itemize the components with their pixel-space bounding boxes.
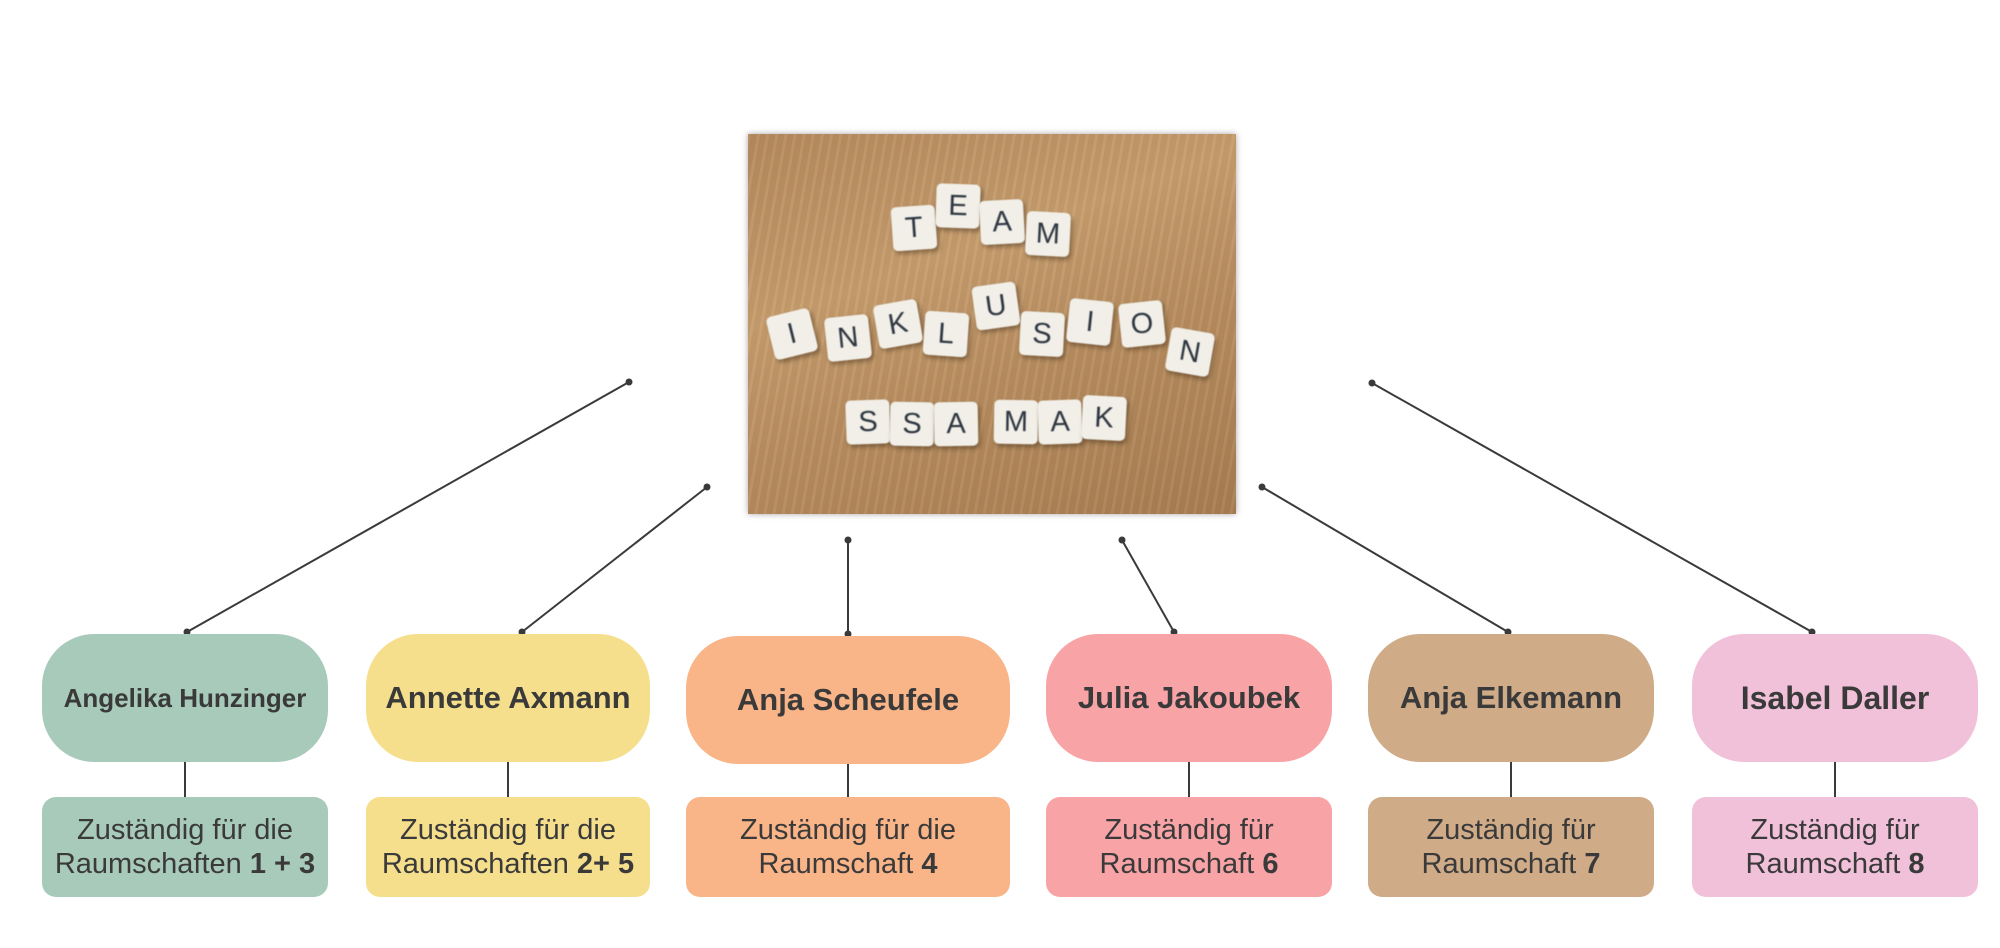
connector-line: [186, 381, 630, 633]
member-name: Angelika Hunzinger: [63, 682, 307, 713]
connector-endpoint: [625, 378, 633, 386]
responsibility-line: Raumschaften 1 + 3: [55, 847, 315, 881]
responsibility-line: Zuständig für die: [76, 814, 293, 846]
letter-tile: S: [889, 401, 935, 447]
responsibility-label: Raumschaft: [1421, 848, 1585, 880]
connector-endpoint: [1808, 628, 1816, 636]
connector-endpoint: [1504, 628, 1512, 636]
connector-line: [1261, 486, 1509, 633]
responsibility-line: Raumschaft 4: [759, 847, 938, 881]
connector-endpoint: [183, 628, 191, 636]
member-name-box: Anja Scheufele: [686, 636, 1010, 764]
connector-endpoint: [844, 536, 852, 544]
responsibility-label: Raumschaften: [54, 848, 250, 880]
connector-line: [1371, 382, 1813, 633]
responsibility-line: Zuständig für: [1426, 814, 1596, 846]
connector-endpoint: [518, 628, 526, 636]
connector-endpoint: [1258, 483, 1266, 491]
member-name: Isabel Daller: [1740, 679, 1930, 716]
responsibility-box: Zuständig für die Raumschaften 1 + 3: [42, 797, 328, 897]
responsibility-line: Raumschaften 2+ 5: [382, 847, 634, 881]
responsibility-line: Zuständig für die: [739, 814, 956, 846]
member-name: Anja Elkemann: [1399, 680, 1623, 715]
member-name-box: Isabel Daller: [1692, 634, 1978, 762]
responsibility-box: Zuständig für Raumschaft 8: [1692, 797, 1978, 897]
responsibility-line: Zuständig für die: [399, 814, 616, 846]
responsibility-label: Raumschaft: [758, 848, 922, 880]
letter-tile: M: [1024, 210, 1072, 258]
letter-tile: N: [823, 313, 873, 363]
letter-tile: K: [872, 298, 924, 350]
connector-endpoint: [1118, 536, 1126, 544]
letter-tile: M: [993, 399, 1039, 445]
letter-tile: S: [845, 399, 891, 445]
member-name-box: Anja Elkemann: [1368, 634, 1654, 762]
letter-tile: A: [933, 401, 979, 447]
letter-tile: N: [1164, 326, 1216, 378]
responsibility-label: Raumschaft: [1099, 848, 1263, 880]
responsibility-label: Raumschaften: [381, 848, 577, 880]
member-name: Annette Axmann: [385, 680, 631, 715]
member-name-box: Annette Axmann: [366, 634, 650, 762]
connector-line: [1121, 539, 1175, 633]
member-name-box: Angelika Hunzinger: [42, 634, 328, 762]
connector-line: [521, 486, 708, 633]
responsibility-box: Zuständig für die Raumschaft 4: [686, 797, 1010, 897]
responsibility-number: 2+ 5: [576, 848, 635, 880]
letter-tile: L: [922, 310, 970, 358]
team-photo: T E A M I N K L U S I O N S S A M A K: [748, 134, 1236, 514]
letter-tile: I: [1065, 297, 1115, 347]
letter-tile: E: [935, 183, 981, 229]
responsibility-box: Zuständig für Raumschaft 6: [1046, 797, 1332, 897]
letter-tile: I: [765, 307, 819, 361]
responsibility-line: Raumschaft 7: [1422, 847, 1601, 881]
connector-endpoint: [1170, 628, 1178, 636]
member-name: Anja Scheufele: [736, 682, 960, 717]
responsibility-number: 6: [1262, 848, 1279, 880]
connector-endpoint: [844, 630, 852, 638]
responsibility-number: 1 + 3: [249, 848, 316, 880]
responsibility-number: 8: [1908, 848, 1925, 880]
responsibility-line: Raumschaft 8: [1746, 847, 1925, 881]
responsibility-label: Raumschaft: [1745, 848, 1909, 880]
letter-tile: A: [978, 198, 1026, 246]
letter-tile: K: [1080, 394, 1128, 442]
responsibility-line: Raumschaft 6: [1100, 847, 1279, 881]
responsibility-line: Zuständig für: [1750, 814, 1920, 846]
letter-tile: S: [1018, 310, 1066, 358]
responsibility-box: Zuständig für die Raumschaften 2+ 5: [366, 797, 650, 897]
responsibility-number: 7: [1584, 848, 1601, 880]
responsibility-number: 4: [921, 848, 938, 880]
responsibility-line: Zuständig für: [1104, 814, 1274, 846]
letter-tile: A: [1037, 399, 1083, 445]
connector-endpoint: [703, 483, 711, 491]
member-name-box: Julia Jakoubek: [1046, 634, 1332, 762]
letter-tile: U: [971, 281, 1021, 331]
letter-tile: T: [890, 204, 938, 252]
connector-endpoint: [1368, 379, 1376, 387]
member-name: Julia Jakoubek: [1077, 680, 1301, 715]
responsibility-box: Zuständig für Raumschaft 7: [1368, 797, 1654, 897]
letter-tile: O: [1117, 299, 1167, 349]
